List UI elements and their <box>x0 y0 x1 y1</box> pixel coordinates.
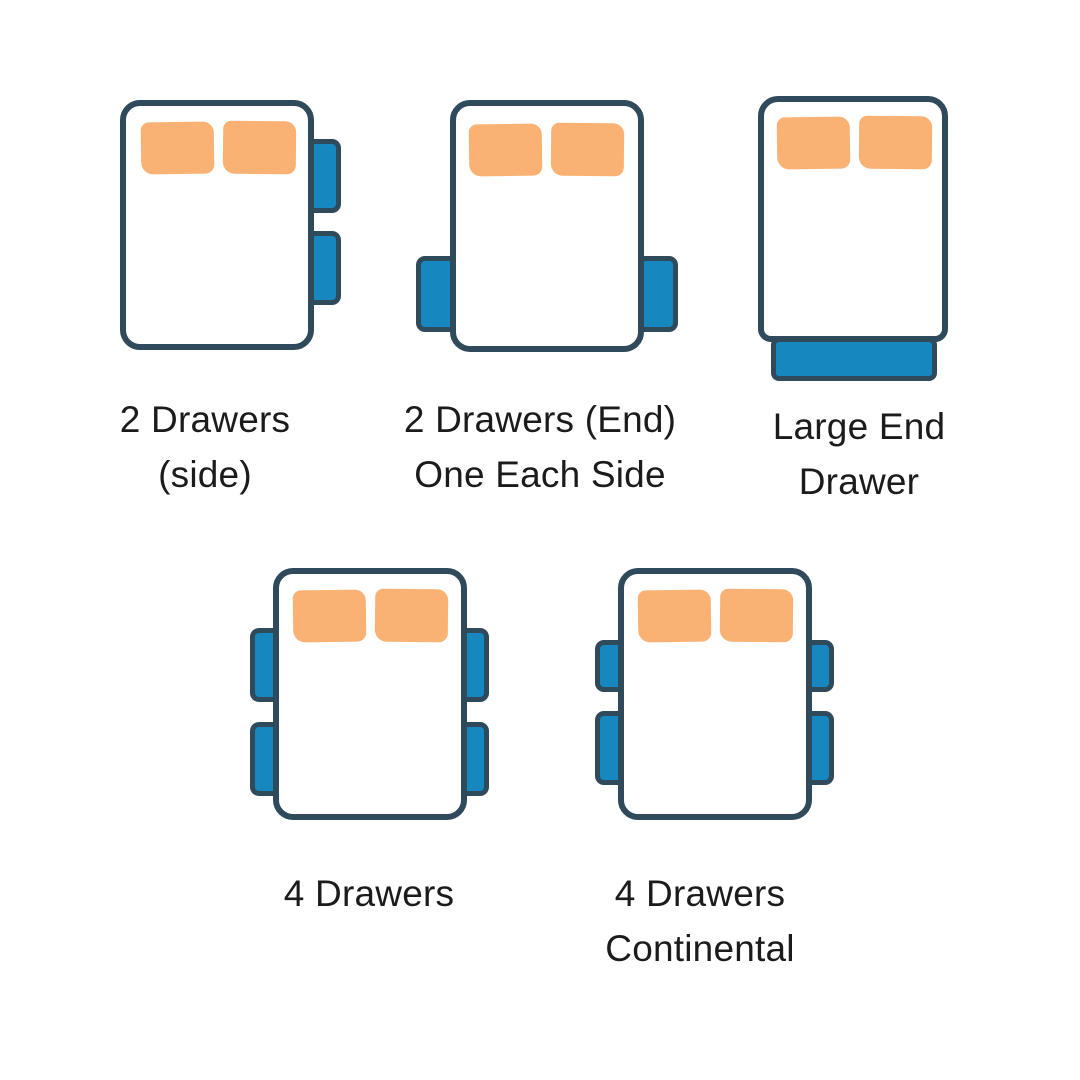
pillow-left-icon <box>637 589 712 643</box>
figure-label-line-2: One Each Side <box>414 454 666 495</box>
figure-label-line-2: Continental <box>605 928 795 969</box>
pillow-right-icon <box>550 122 625 177</box>
figure-label-line-2: Drawer <box>798 461 920 502</box>
figure-label-line-1: 2 Drawers (End) <box>403 399 677 440</box>
figure-label: Large End Drawer <box>709 399 1009 509</box>
pillow-right-icon <box>858 115 933 170</box>
figure-label: 2 Drawers (End) One Each Side <box>390 392 690 502</box>
pillow-right-icon <box>719 588 794 643</box>
figure-label-line-1: 4 Drawers <box>614 873 786 914</box>
pillow-left-icon <box>468 123 543 177</box>
pillow-right-icon <box>222 120 297 175</box>
figure-label-line-2: (side) <box>158 454 252 495</box>
figure-label: 4 Drawers Continental <box>550 866 850 976</box>
figure-label-line-1: Large End <box>772 406 946 447</box>
pillow-right-icon <box>374 588 449 643</box>
pillow-left-icon <box>292 589 367 643</box>
figure-label-line-1: 2 Drawers <box>119 399 291 440</box>
pillow-left-icon <box>776 116 851 170</box>
drawer-foot-end-large-icon <box>771 337 937 381</box>
figure-label: 4 Drawers <box>219 866 519 921</box>
figure-label: 2 Drawers (side) <box>55 392 355 502</box>
figure-label-line-1: 4 Drawers <box>283 873 455 914</box>
pillow-left-icon <box>140 121 215 175</box>
